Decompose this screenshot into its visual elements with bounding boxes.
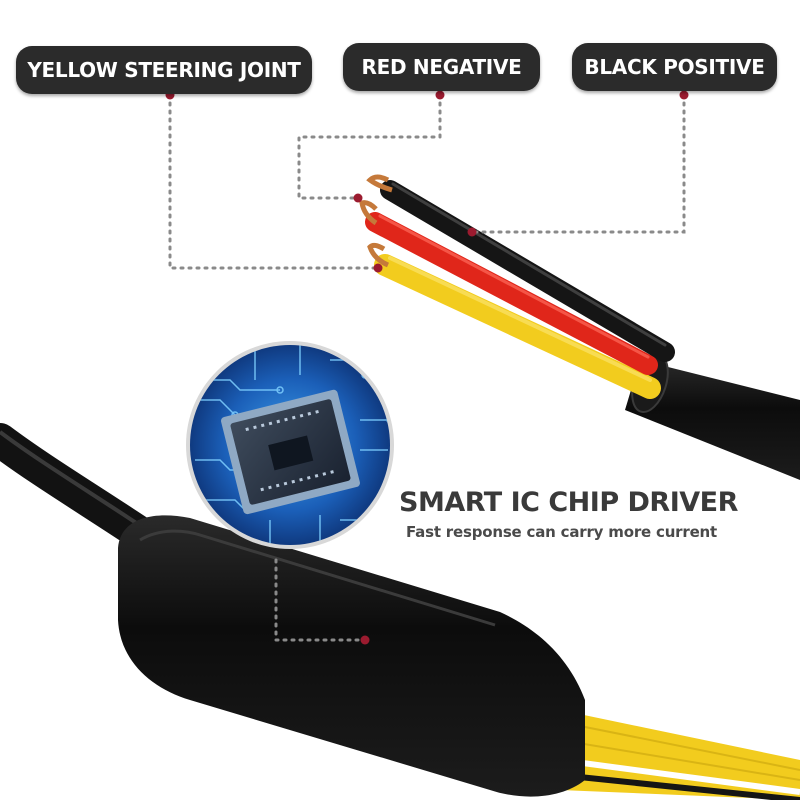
red-negative-label: RED NEGATIVE [343, 43, 540, 91]
yellow-leader [168, 93, 380, 270]
yellow-wire [374, 254, 661, 399]
ic-chip [221, 389, 360, 515]
leader-lines [168, 93, 686, 642]
circuit-board-image [186, 341, 394, 549]
driver-module [118, 515, 585, 797]
black-positive-label: BLACK POSITIVE [572, 43, 777, 91]
yellow-steering-joint-label: YELLOW STEERING JOINT [16, 46, 312, 94]
black-wire [380, 180, 675, 362]
leader-markers [165, 90, 689, 645]
black-leader [470, 93, 686, 234]
red-leader [297, 93, 442, 200]
feature-title: SMART IC CHIP DRIVER [399, 487, 738, 518]
module-leader [274, 558, 367, 642]
feature-subtitle: Fast response can carry more current [406, 523, 717, 541]
upper-cable [359, 174, 800, 480]
red-wire [365, 212, 658, 375]
